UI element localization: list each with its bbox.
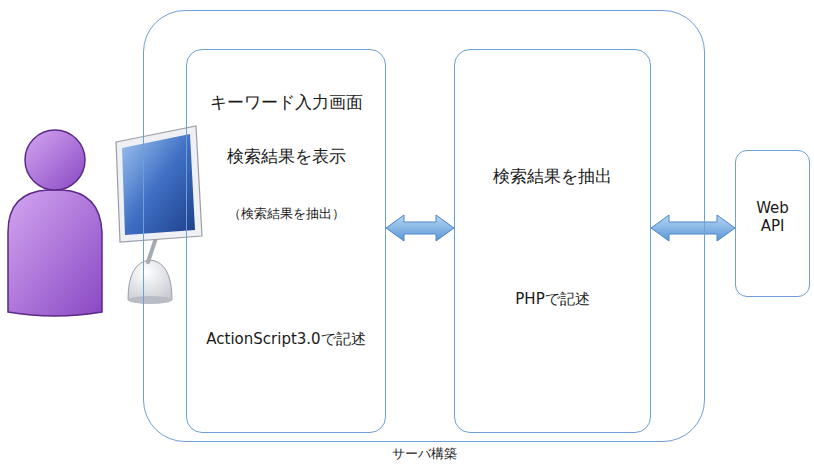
- screen-title: キーワード入力画面: [210, 92, 363, 112]
- api-label: Web API: [751, 199, 795, 235]
- person-icon: [8, 130, 102, 316]
- api-box: Web API: [735, 150, 810, 297]
- screen-note: （検索結果を抽出）: [228, 206, 345, 222]
- server-region: サーバ構築キーワード入力画面検索結果を表示（検索結果を抽出）ActionScri…: [143, 10, 705, 442]
- screen-text: 検索結果を表示: [227, 146, 346, 166]
- server-box: 検索結果を抽出 PHPで記述: [454, 49, 651, 433]
- client-box: キーワード入力画面検索結果を表示 （検索結果を抽出） ActionScript3.0…: [186, 49, 386, 433]
- language-note: PHPで記述: [515, 290, 589, 308]
- double-arrow: [386, 215, 454, 241]
- region-label: サーバ構築: [392, 446, 457, 462]
- double-arrow: [651, 215, 735, 241]
- language-note: ActionScript3.0で記述: [206, 330, 365, 348]
- computer-icon: [116, 126, 202, 304]
- process-text: 検索結果を抽出: [493, 166, 612, 186]
